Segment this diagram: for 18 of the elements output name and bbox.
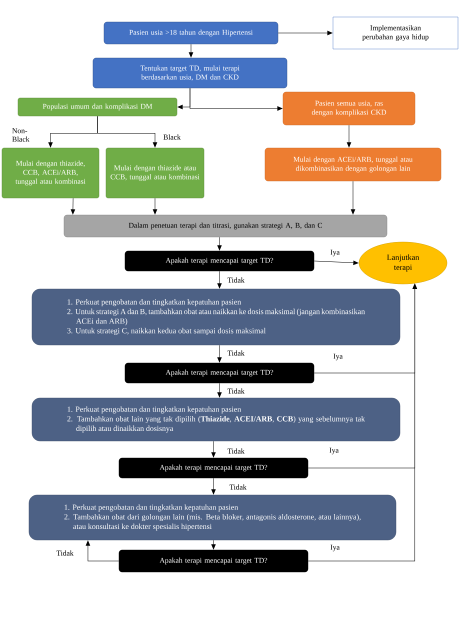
arrow [217, 236, 222, 250]
arrow [211, 478, 216, 494]
arrow [350, 180, 356, 214]
arrow [217, 270, 222, 288]
arrow [97, 116, 158, 148]
arrow [190, 88, 282, 111]
arrow [217, 344, 222, 362]
arrow [217, 382, 222, 398]
arrow [188, 44, 194, 58]
arrow [86, 540, 120, 562]
arrow [278, 30, 332, 36]
arrow [211, 540, 216, 550]
arrow [152, 198, 158, 214]
arrow [346, 124, 352, 148]
arrow [211, 440, 216, 458]
arrow [308, 284, 417, 562]
arrow [314, 260, 358, 265]
arrow [70, 198, 76, 214]
